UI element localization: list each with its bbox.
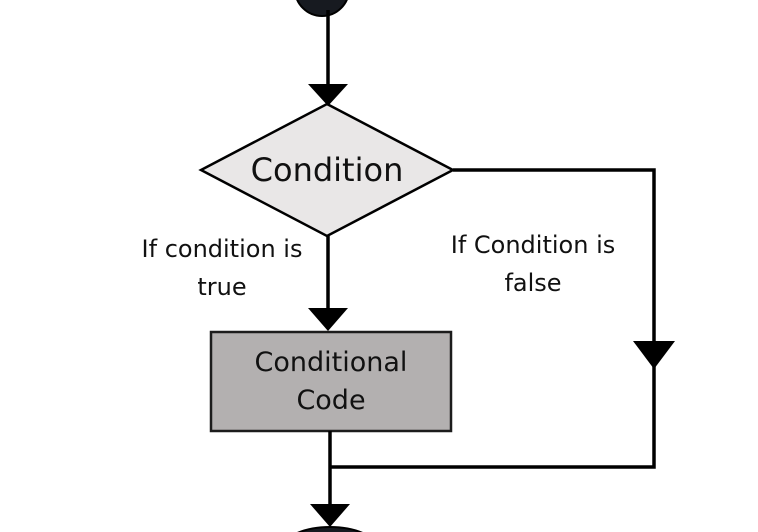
true-branch-label-line1: If condition is	[141, 235, 303, 263]
condition-label-text: Condition	[250, 151, 404, 189]
edge-false-branch	[331, 168, 656, 469]
conditional-code-label-line1: Conditional	[254, 346, 408, 378]
false-branch-label-line1: If Condition is	[450, 231, 616, 259]
false-branch-label-line2: false	[504, 269, 562, 297]
conditional-code-label-line2: Code	[296, 384, 366, 416]
arrowhead-into-end-icon	[310, 504, 350, 527]
arrowhead-into-code-icon	[308, 308, 348, 331]
condition-label: Condition	[201, 104, 453, 236]
true-branch-label-line2: true	[197, 273, 247, 301]
arrowhead-into-condition-icon	[308, 84, 348, 106]
conditional-code-box	[209, 330, 453, 433]
conditional-code-label: Conditional Code	[211, 332, 451, 431]
false-branch-label: If Condition is false	[423, 226, 643, 302]
end-node	[297, 526, 363, 532]
arrowhead-false-branch-icon	[633, 341, 675, 369]
start-node	[296, 0, 348, 17]
true-branch-label: If condition is true	[112, 230, 332, 306]
